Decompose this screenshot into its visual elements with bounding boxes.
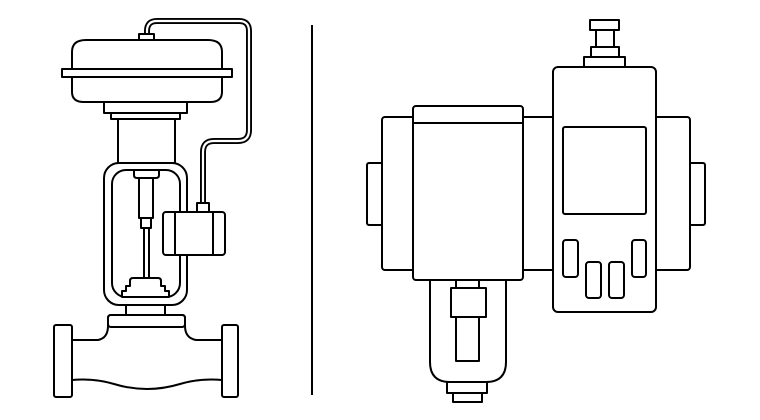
control-valve-icon xyxy=(53,18,252,398)
diaphragm-flange xyxy=(61,68,233,78)
bonnet-neck xyxy=(125,304,166,316)
left-end-cap xyxy=(366,162,384,226)
left-pipe-flange xyxy=(53,324,73,398)
filter-element-top xyxy=(450,287,487,318)
display-screen xyxy=(562,126,647,215)
bonnet xyxy=(107,314,186,328)
stem-collar xyxy=(140,217,152,229)
diaphragm-lower-casing xyxy=(71,76,223,103)
positioner-box xyxy=(162,211,226,256)
filter-regulator xyxy=(429,274,507,403)
stem-upper xyxy=(138,177,154,219)
actuator-base xyxy=(103,101,188,114)
pneumatic-tube xyxy=(144,18,252,205)
key-button-1[interactable] xyxy=(562,239,579,278)
connector-base xyxy=(583,56,626,68)
right-end-cap xyxy=(688,162,706,226)
drain-plug xyxy=(452,392,483,403)
diaphragm-upper-casing xyxy=(71,39,223,71)
stem-coupling xyxy=(133,169,160,179)
stem-rod xyxy=(143,227,150,279)
rotary-actuator-icon xyxy=(366,19,706,403)
drain-fitting xyxy=(446,381,488,394)
connector-cap xyxy=(589,19,620,31)
right-pipe-flange xyxy=(221,324,239,398)
solenoid-cover xyxy=(412,105,524,281)
connector-stem xyxy=(595,29,615,48)
valve-plug xyxy=(121,277,170,298)
filter-element-rod xyxy=(455,316,480,362)
positioner-port xyxy=(196,202,210,213)
key-button-3[interactable] xyxy=(608,261,625,299)
connector-nut xyxy=(590,46,620,58)
actuator-column xyxy=(117,118,176,164)
key-button-2[interactable] xyxy=(585,261,602,299)
key-button-4[interactable] xyxy=(631,239,647,278)
